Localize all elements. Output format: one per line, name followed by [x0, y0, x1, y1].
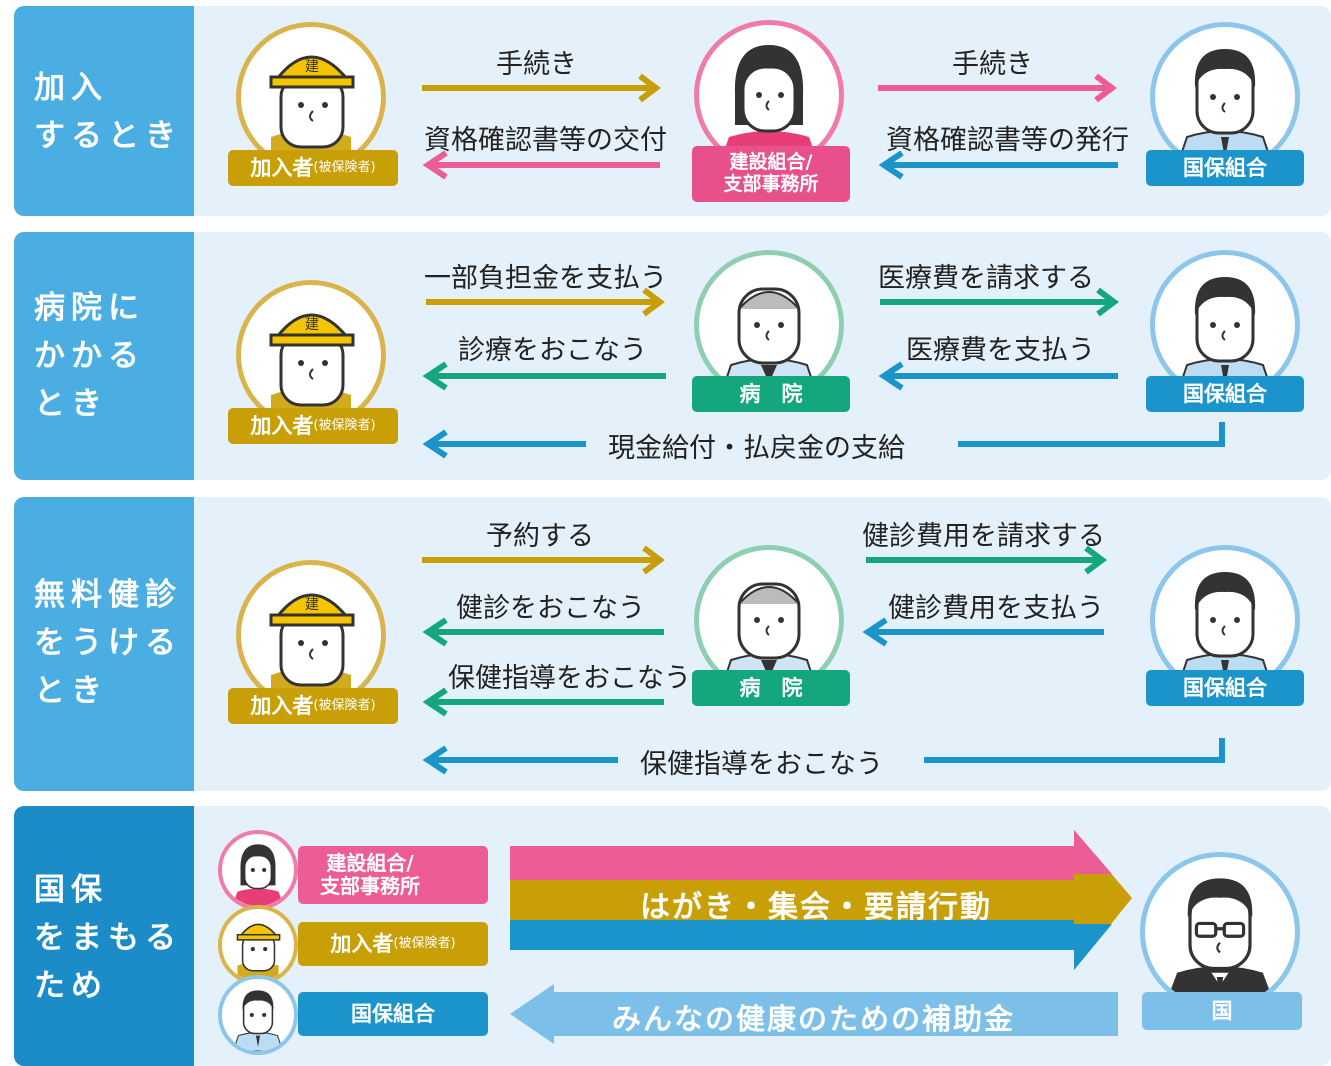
doctor-icon: [719, 582, 819, 690]
kokuho-badge: 国保組合: [1146, 376, 1304, 412]
section-title: 病院に かかる とき: [34, 290, 145, 422]
arrow-label: 現金給付・払戻金の支給: [608, 433, 905, 464]
worker-helmet-icon: 建: [269, 55, 355, 167]
union-badge-label: 建設組合/ 支部事務所: [320, 851, 420, 898]
kokuho-badge: 国保組合: [1146, 150, 1304, 186]
arrow-label: 手続き: [496, 49, 577, 80]
section-title: 無料健診 をうける とき: [34, 577, 182, 709]
arrow-label: 資格確認書等の交付: [424, 125, 667, 156]
kokuho-staff-avatar: [218, 975, 298, 1055]
union-badge: 建設組合/ 支部事務所: [692, 146, 850, 202]
arrow-label: 診療をおこなう: [458, 335, 647, 366]
member-badge-sub: (被保険者): [393, 935, 456, 951]
official-with-glasses-icon: [1164, 878, 1276, 1007]
section-header: [14, 6, 194, 216]
arrow-label: 一部負担金を支払う: [424, 263, 667, 294]
arrow-label: 健診費用を支払う: [888, 593, 1104, 624]
arrow-label: 健診費用を請求する: [862, 521, 1105, 552]
doctor-icon: [719, 287, 819, 395]
arrow-label: 保健指導をおこなう: [640, 749, 883, 780]
businessman-icon: [1175, 49, 1275, 167]
kokuho-badge-label: 国保組合: [1183, 381, 1267, 406]
hospital-badge-label: 病 院: [739, 381, 803, 406]
member-badge-sub: (被保険者): [313, 417, 376, 433]
country-badge-label: 国: [1211, 998, 1233, 1023]
section-joining: 加入 するとき: [14, 6, 1331, 216]
subsidy-label: みんなの健康のための補助金: [612, 1002, 1016, 1036]
member-badge-label: 加入者: [250, 413, 314, 438]
action-label: はがき・集会・要請行動: [640, 890, 992, 925]
kokuho-badge-label: 国保組合: [1183, 155, 1267, 180]
member-badge: 加入者(被保険者): [228, 408, 398, 444]
member-badge-label: 加入者: [330, 931, 394, 956]
arrow-label: 医療費を支払う: [906, 335, 1095, 366]
arrow-label: 健診をおこなう: [456, 593, 645, 624]
worker-avatar: 建: [236, 22, 386, 172]
woman-icon: [719, 45, 819, 165]
section-header: [14, 232, 194, 480]
kokuho-badge-label: 国保組合: [351, 1001, 435, 1026]
union-staff-avatar: [218, 830, 298, 910]
svg-text:建: 建: [305, 317, 319, 333]
businessman-icon: [1175, 572, 1275, 690]
worker-helmet-icon: 建: [269, 593, 355, 705]
doctor-avatar: [694, 250, 844, 400]
worker-avatar: [218, 905, 298, 985]
woman-icon: [232, 844, 284, 906]
union-badge: 建設組合/ 支部事務所: [298, 846, 488, 904]
arrow-label: 資格確認書等の発行: [886, 125, 1129, 156]
hospital-badge-label: 病 院: [739, 675, 803, 700]
member-badge-label: 加入者: [250, 693, 314, 718]
member-badge: 加入者(被保険者): [298, 922, 488, 966]
section-title: 加入 するとき: [34, 70, 182, 154]
union-badge-label: 建設組合/ 支部事務所: [723, 151, 819, 195]
section-free-checkup: 無料健診 をうける とき: [14, 497, 1331, 791]
kokuho-badge: 国保組合: [1146, 670, 1304, 706]
arrow-label: 医療費を請求する: [878, 263, 1094, 294]
section-header: [14, 806, 194, 1066]
member-badge: 加入者(被保険者): [228, 150, 398, 186]
member-badge-label: 加入者: [250, 155, 314, 180]
kokuho-badge: 国保組合: [298, 992, 488, 1036]
country-badge: 国: [1142, 992, 1302, 1030]
member-badge-sub: (被保険者): [313, 697, 376, 713]
section-background: [14, 6, 1331, 216]
section-header: [14, 497, 194, 791]
businessman-icon: [232, 990, 284, 1051]
worker-helmet-icon: [236, 923, 281, 981]
member-badge-sub: (被保険者): [313, 159, 376, 175]
svg-text:建: 建: [305, 59, 319, 75]
hospital-badge: 病 院: [692, 670, 850, 706]
hospital-badge: 病 院: [692, 376, 850, 412]
svg-text:建: 建: [305, 597, 319, 613]
section-title: 国保 をまもる ため: [34, 872, 182, 1004]
member-badge: 加入者(被保険者): [228, 688, 398, 724]
government-avatar: [1140, 852, 1300, 1012]
kokuho-badge-label: 国保組合: [1183, 675, 1267, 700]
arrow-label: 予約する: [486, 521, 594, 552]
businessman-icon: [1175, 277, 1275, 395]
worker-helmet-icon: 建: [269, 313, 355, 425]
arrow-label: 手続き: [952, 49, 1033, 80]
arrow-label: 保健指導をおこなう: [448, 663, 691, 694]
